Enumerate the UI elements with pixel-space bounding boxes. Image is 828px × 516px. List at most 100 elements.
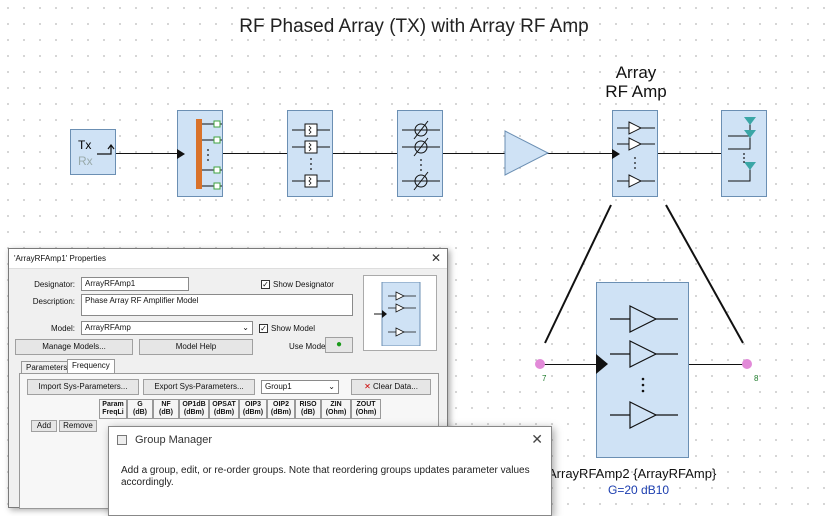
col-header: OP1dB(dBm) bbox=[179, 399, 209, 419]
description-input[interactable]: Phase Array RF Amplifier Model bbox=[81, 294, 353, 316]
detail-output-line bbox=[689, 364, 747, 365]
show-model-label: Show Model bbox=[271, 324, 316, 333]
show-designator-checkbox[interactable]: ✓Show Designator bbox=[261, 280, 334, 290]
phase-shifter-array-block[interactable] bbox=[397, 110, 443, 197]
detail-input-line bbox=[541, 364, 597, 365]
col-header: OPSAT(dBm) bbox=[209, 399, 239, 419]
col-header-bottom: (dBm) bbox=[270, 409, 292, 416]
show-model-check-icon: ✓ bbox=[259, 324, 268, 334]
antenna-array-icon bbox=[728, 117, 756, 182]
remove-row-button[interactable]: Remove bbox=[59, 420, 97, 432]
col-header-bottom: (dBm) bbox=[183, 409, 205, 416]
group-select-value: Group1 bbox=[265, 382, 292, 391]
port-out-marker[interactable] bbox=[742, 359, 752, 369]
designator-label: Designator: bbox=[34, 280, 75, 289]
use-model-label: Use Model bbox=[289, 342, 328, 351]
antenna-array-block[interactable] bbox=[721, 110, 767, 197]
phase-shifter-array-icon bbox=[402, 120, 440, 191]
model-select[interactable]: ArrayRFAmp ⌄ bbox=[81, 321, 253, 335]
splitter-block[interactable] bbox=[177, 110, 223, 197]
export-sys-parameters-button[interactable]: Export Sys-Parameters... bbox=[143, 379, 255, 395]
detail-gain-label: G=20 dB10 bbox=[608, 483, 670, 497]
use-model-icon: ● bbox=[335, 339, 343, 350]
detail-array-amp-icon bbox=[596, 305, 678, 429]
manage-models-label: Manage Models... bbox=[42, 342, 106, 351]
col-header: OIP2(dBm) bbox=[267, 399, 295, 419]
tx-block[interactable]: Tx Rx bbox=[70, 129, 116, 175]
array-rf-amp-block[interactable] bbox=[612, 110, 658, 197]
array-rf-amp-label-line1: Array bbox=[615, 63, 657, 82]
col-header-top: ZIN bbox=[330, 401, 342, 408]
port-in-label: 7 bbox=[542, 374, 547, 383]
col-header: NF(dB) bbox=[153, 399, 179, 419]
col-header-top: Param bbox=[102, 401, 124, 408]
detail-array-amp-block[interactable] bbox=[596, 282, 689, 458]
col-header-top: OIP3 bbox=[245, 401, 261, 408]
use-model-button[interactable]: ● bbox=[325, 337, 353, 353]
col-header: RISO(dB) bbox=[295, 399, 321, 419]
splitter-bar-icon bbox=[196, 119, 202, 189]
col-header-top: OP1dB bbox=[182, 401, 206, 408]
col-header-top: RISO bbox=[299, 401, 317, 408]
col-header-bottom: (Ohm) bbox=[355, 409, 377, 416]
col-header-bottom: (dBm) bbox=[242, 409, 264, 416]
model-chevron-down-icon: ⌄ bbox=[242, 323, 249, 332]
model-help-button[interactable]: Model Help bbox=[139, 339, 253, 355]
splitter-input-arrow-icon bbox=[177, 149, 185, 159]
port-in-marker[interactable] bbox=[535, 359, 545, 369]
col-header-bottom: (dB) bbox=[159, 409, 173, 416]
col-header-bottom: (Ohm) bbox=[325, 409, 347, 416]
properties-close-icon[interactable]: ✕ bbox=[430, 251, 441, 265]
attenuator-array-icon bbox=[292, 123, 330, 188]
group-manager-title: Group Manager bbox=[135, 434, 213, 446]
detail-designator-label: ArrayRFAmp2 {ArrayRFAmp} bbox=[548, 466, 717, 481]
clear-data-icon: ✕ bbox=[364, 382, 371, 391]
group-chevron-down-icon: ⌄ bbox=[328, 382, 335, 391]
array-amp-input-arrow-icon bbox=[612, 149, 620, 159]
group-select[interactable]: Group1 ⌄ bbox=[261, 380, 339, 394]
col-header-top: OIP2 bbox=[273, 401, 289, 408]
col-header-bottom: FreqLi bbox=[102, 409, 124, 416]
tx-arrow-icon bbox=[97, 144, 115, 155]
clear-data-button[interactable]: ✕ Clear Data... bbox=[351, 379, 431, 395]
remove-row-label: Remove bbox=[63, 421, 93, 430]
show-model-checkbox[interactable]: ✓Show Model bbox=[259, 324, 316, 334]
port-out-label: 8 bbox=[754, 374, 759, 383]
show-designator-label: Show Designator bbox=[273, 280, 334, 289]
array-rf-amp-label-line2: RF Amp bbox=[605, 82, 667, 101]
add-row-label: Add bbox=[36, 421, 52, 430]
col-header-bottom: (dB) bbox=[301, 409, 315, 416]
col-header-bottom: (dBm) bbox=[213, 409, 235, 416]
tx-label: Tx bbox=[78, 138, 92, 152]
model-label: Model: bbox=[50, 324, 75, 333]
group-manager-dialog: Group Manager ✕ Add a group, edit, or re… bbox=[108, 426, 552, 516]
attenuator-array-block[interactable] bbox=[287, 110, 333, 197]
col-header: G(dB) bbox=[127, 399, 153, 419]
import-sys-parameters-label: Import Sys-Parameters... bbox=[38, 382, 128, 391]
add-row-button[interactable]: Add bbox=[31, 420, 57, 432]
model-select-value: ArrayRFAmp bbox=[85, 323, 131, 332]
designator-input[interactable]: ArrayRFAmp1 bbox=[81, 277, 189, 291]
col-header-top: OPSAT bbox=[212, 401, 236, 408]
model-help-label: Model Help bbox=[175, 342, 217, 351]
manage-models-button[interactable]: Manage Models... bbox=[15, 339, 133, 355]
group-manager-close-icon[interactable]: ✕ bbox=[531, 431, 543, 447]
model-preview bbox=[363, 275, 437, 351]
tab-frequency[interactable]: Frequency bbox=[67, 359, 115, 374]
col-header-top: G bbox=[137, 401, 143, 408]
col-header-top: NF bbox=[161, 401, 171, 408]
rx-label: Rx bbox=[78, 154, 93, 168]
export-sys-parameters-label: Export Sys-Parameters... bbox=[154, 382, 244, 391]
amplifier-triangle-icon[interactable] bbox=[504, 130, 550, 176]
properties-dialog-title: 'ArrayRFAmp1' Properties bbox=[9, 249, 447, 269]
col-header-top: ZOUT bbox=[356, 401, 376, 408]
import-sys-parameters-button[interactable]: Import Sys-Parameters... bbox=[27, 379, 139, 395]
group-manager-description: Add a group, edit, or re-order groups. N… bbox=[121, 465, 530, 488]
array-amp-icon bbox=[617, 121, 655, 188]
description-label: Description: bbox=[32, 297, 75, 306]
col-header: OIP3(dBm) bbox=[239, 399, 267, 419]
col-header-bottom: (dB) bbox=[133, 409, 147, 416]
group-manager-window-icon bbox=[117, 435, 127, 445]
splitter-ports-icon bbox=[202, 120, 222, 190]
